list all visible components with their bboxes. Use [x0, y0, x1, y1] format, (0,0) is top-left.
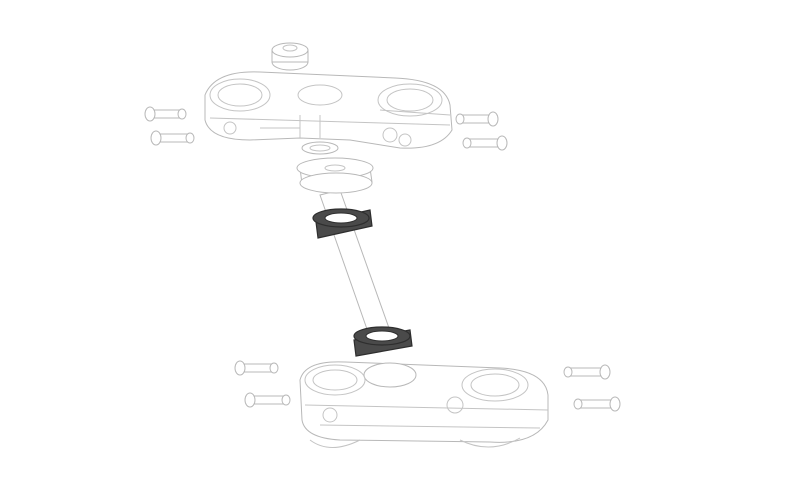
bolt — [563, 364, 611, 380]
upper-triple-clamp — [204, 71, 453, 149]
lower-bearing — [353, 326, 413, 357]
bolt — [144, 106, 187, 122]
steering-stem — [296, 157, 396, 353]
bolt — [573, 396, 621, 412]
bolt — [234, 360, 279, 376]
lower-triple-clamp — [299, 361, 549, 448]
bolt — [455, 111, 499, 127]
bolt — [244, 392, 291, 408]
top-cap-nut — [271, 42, 309, 71]
bolt — [150, 130, 195, 146]
upper-bearing — [312, 208, 373, 239]
washer — [301, 141, 339, 155]
bolt — [462, 135, 508, 151]
